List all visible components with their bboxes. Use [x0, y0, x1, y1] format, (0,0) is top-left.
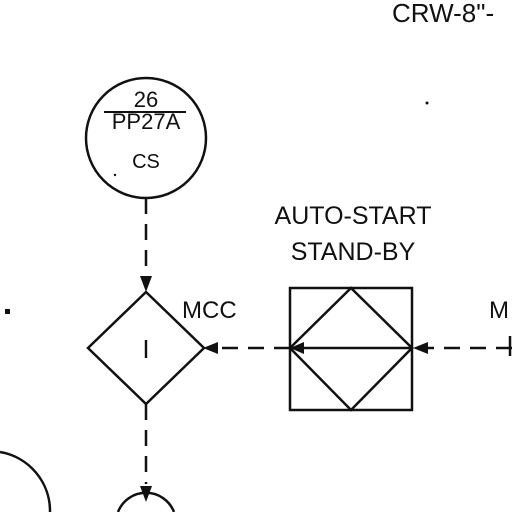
- line-designation-label: CRW-8"-: [392, 0, 494, 28]
- speck: [113, 173, 117, 177]
- offpage-circle-partial: [0, 450, 52, 512]
- arrowhead-left-into-box-right: [413, 342, 428, 354]
- speck: [425, 101, 429, 105]
- auto-start-logic-box[interactable]: [288, 286, 414, 412]
- arrowhead-down-to-gate: [140, 276, 152, 292]
- auto-start-label: AUTO-START: [275, 202, 432, 230]
- stand-by-label: STAND-BY: [291, 238, 416, 266]
- instrument-tag-number: 26: [134, 87, 158, 112]
- mcc-label: MCC: [182, 297, 237, 324]
- right-edge-label: M: [489, 297, 509, 324]
- next-symbol-partial: [116, 491, 176, 512]
- instrument-bubble[interactable]: 26 PP27A CS: [84, 76, 208, 200]
- arrowhead-left-into-box: [290, 342, 304, 354]
- left-edge-mark: [5, 309, 10, 314]
- instrument-function-label: CS: [132, 151, 160, 173]
- instrument-tag-id: PP27A: [112, 109, 181, 134]
- interlock-symbol: I: [142, 334, 149, 364]
- arrowhead-left-to-gate: [203, 342, 218, 354]
